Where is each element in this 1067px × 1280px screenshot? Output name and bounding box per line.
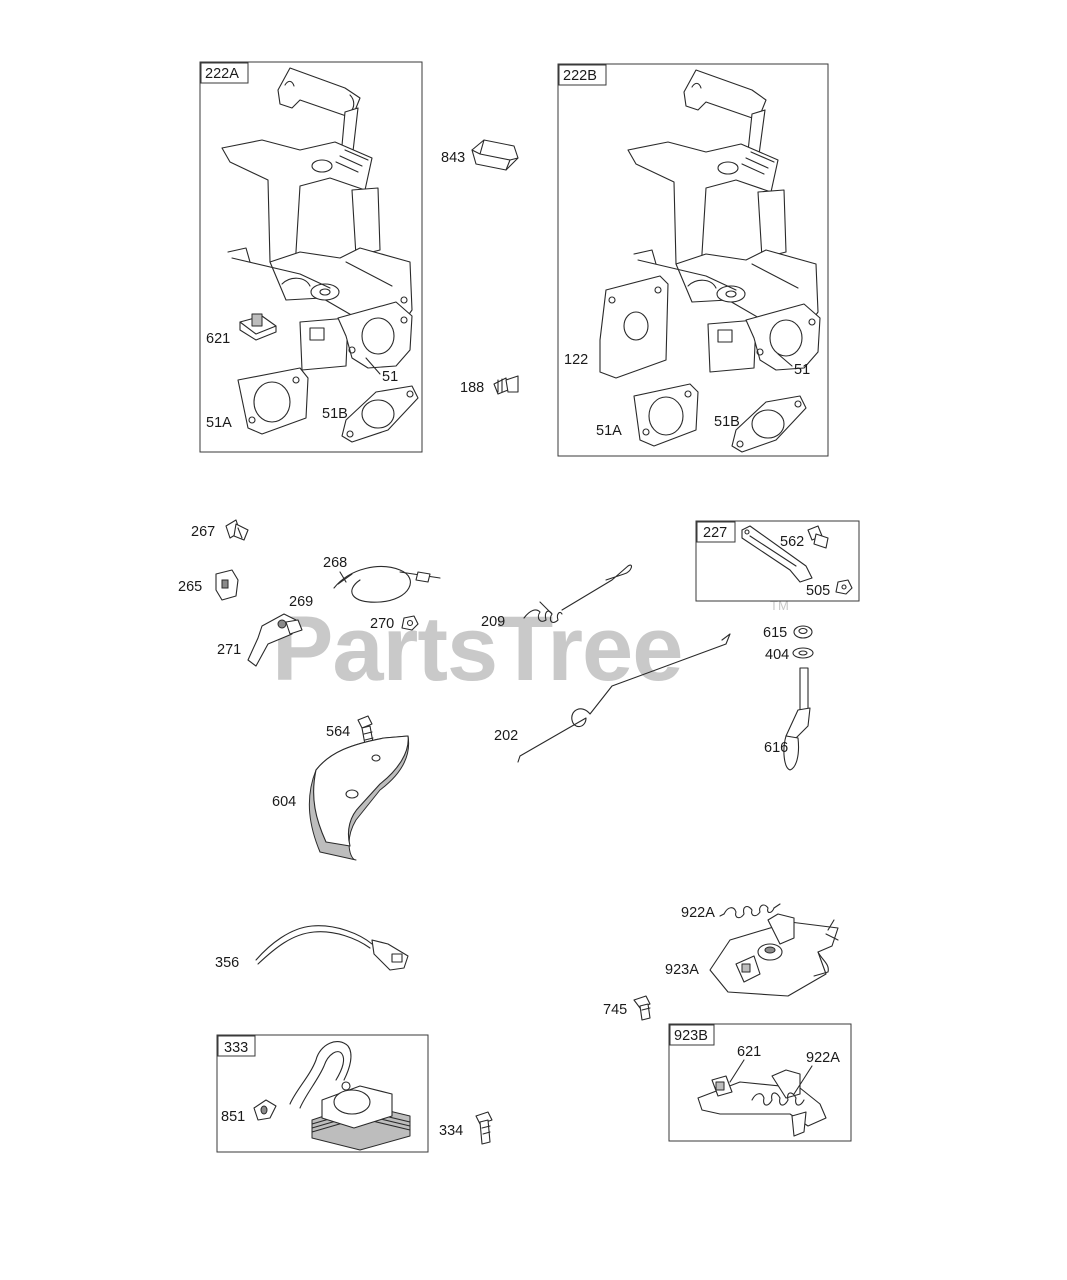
part-188-screw-drawing[interactable] — [493, 375, 519, 395]
part-333-ignition-coil-drawing[interactable] — [289, 1041, 411, 1151]
group-222b-tag-box — [558, 64, 607, 86]
part-615-nut-drawing[interactable] — [793, 625, 813, 639]
label-51-a[interactable]: 51 — [382, 369, 398, 385]
label-923a[interactable]: 923A — [665, 962, 699, 978]
control-bracket-222a-drawing[interactable] — [221, 67, 413, 371]
part-268-cable-drawing[interactable] — [333, 566, 441, 603]
label-51b-a[interactable]: 51B — [322, 406, 348, 422]
label-564[interactable]: 564 — [326, 724, 350, 740]
group-923b: 923B 621 922A — [668, 1023, 852, 1142]
label-268[interactable]: 268 — [323, 555, 347, 571]
part-923a-governor-drawing[interactable] — [709, 913, 839, 997]
label-356[interactable]: 356 — [215, 955, 239, 971]
label-267[interactable]: 267 — [191, 524, 215, 540]
part-562-screw-drawing[interactable] — [807, 525, 829, 549]
part-334-screw-drawing[interactable] — [475, 1111, 493, 1145]
group-222b: 222B — [557, 63, 829, 457]
group-227-tag[interactable]: 227 — [703, 525, 727, 541]
part-267-screw-drawing[interactable] — [225, 519, 249, 541]
group-222b-frame — [557, 63, 829, 457]
group-222a-tag[interactable]: 222A — [205, 66, 239, 82]
label-922a[interactable]: 922A — [681, 905, 715, 921]
part-122-plate-drawing[interactable] — [599, 275, 669, 379]
label-51b-b[interactable]: 51B — [714, 414, 740, 430]
part-265-clip-drawing[interactable] — [215, 569, 239, 601]
part-51a-a-gasket-drawing[interactable] — [237, 367, 309, 435]
label-616[interactable]: 616 — [764, 740, 788, 756]
group-923b-tag[interactable]: 923B — [674, 1028, 708, 1044]
part-745-screw-drawing[interactable] — [633, 995, 651, 1021]
group-333-frame — [216, 1034, 429, 1153]
label-843[interactable]: 843 — [441, 150, 465, 166]
part-923b-governor-drawing[interactable] — [697, 1069, 827, 1137]
label-51a-b[interactable]: 51A — [596, 423, 622, 439]
label-615[interactable]: 615 — [763, 625, 787, 641]
group-227-frame — [695, 520, 860, 602]
part-621-a-drawing[interactable] — [239, 313, 277, 341]
label-604[interactable]: 604 — [272, 794, 296, 810]
part-404-washer-drawing[interactable] — [792, 647, 814, 659]
label-562[interactable]: 562 — [780, 534, 804, 550]
part-356-wire-drawing[interactable] — [255, 925, 409, 971]
group-923b-frame — [668, 1023, 852, 1142]
part-616-lever-drawing[interactable] — [783, 667, 811, 771]
label-269[interactable]: 269 — [289, 594, 313, 610]
part-851-connector-drawing[interactable] — [253, 1099, 277, 1121]
label-745[interactable]: 745 — [603, 1002, 627, 1018]
part-202-rod-drawing[interactable] — [517, 633, 731, 763]
group-333-tag[interactable]: 333 — [224, 1040, 248, 1056]
label-621-b[interactable]: 621 — [737, 1044, 761, 1060]
part-209-spring-drawing[interactable] — [523, 564, 633, 623]
group-333: 333 851 — [216, 1034, 429, 1153]
group-333-tag-box — [217, 1035, 256, 1057]
group-222a-frame — [199, 61, 423, 453]
watermark-trademark: TM — [770, 598, 789, 613]
label-270[interactable]: 270 — [370, 616, 394, 632]
label-209[interactable]: 209 — [481, 614, 505, 630]
label-334[interactable]: 334 — [439, 1123, 463, 1139]
label-51a-a[interactable]: 51A — [206, 415, 232, 431]
part-51b-b-gasket-drawing[interactable] — [731, 395, 807, 453]
part-271-lever-drawing[interactable] — [247, 613, 303, 667]
part-843-drawing[interactable] — [471, 139, 519, 171]
group-227-tag-box — [696, 521, 736, 543]
group-222b-tag[interactable]: 222B — [563, 68, 597, 84]
part-51a-b-gasket-drawing[interactable] — [633, 383, 699, 447]
part-227-bracket-drawing[interactable] — [741, 525, 813, 583]
part-922a-spring-drawing[interactable] — [719, 903, 781, 919]
label-202[interactable]: 202 — [494, 728, 518, 744]
label-188[interactable]: 188 — [460, 380, 484, 396]
label-271[interactable]: 271 — [217, 642, 241, 658]
label-122[interactable]: 122 — [564, 352, 588, 368]
group-923b-tag-box — [669, 1024, 715, 1046]
label-922a-b[interactable]: 922A — [806, 1050, 840, 1066]
label-851[interactable]: 851 — [221, 1109, 245, 1125]
label-621-a[interactable]: 621 — [206, 331, 230, 347]
part-505-nut-drawing[interactable] — [835, 579, 853, 595]
label-404[interactable]: 404 — [765, 647, 789, 663]
control-bracket-222b-drawing[interactable] — [627, 69, 821, 373]
part-604-baffle-drawing[interactable] — [308, 735, 410, 861]
label-51-b[interactable]: 51 — [794, 362, 810, 378]
label-265[interactable]: 265 — [178, 579, 202, 595]
part-270-nut-drawing[interactable] — [401, 615, 419, 631]
label-505[interactable]: 505 — [806, 583, 830, 599]
group-227: 227 562 505 — [695, 520, 860, 602]
group-222a-tag-box — [200, 62, 249, 84]
part-51b-a-gasket-drawing[interactable] — [341, 385, 419, 443]
group-222a: 222A — [199, 61, 423, 453]
watermark-text: PartsTree — [272, 598, 682, 700]
